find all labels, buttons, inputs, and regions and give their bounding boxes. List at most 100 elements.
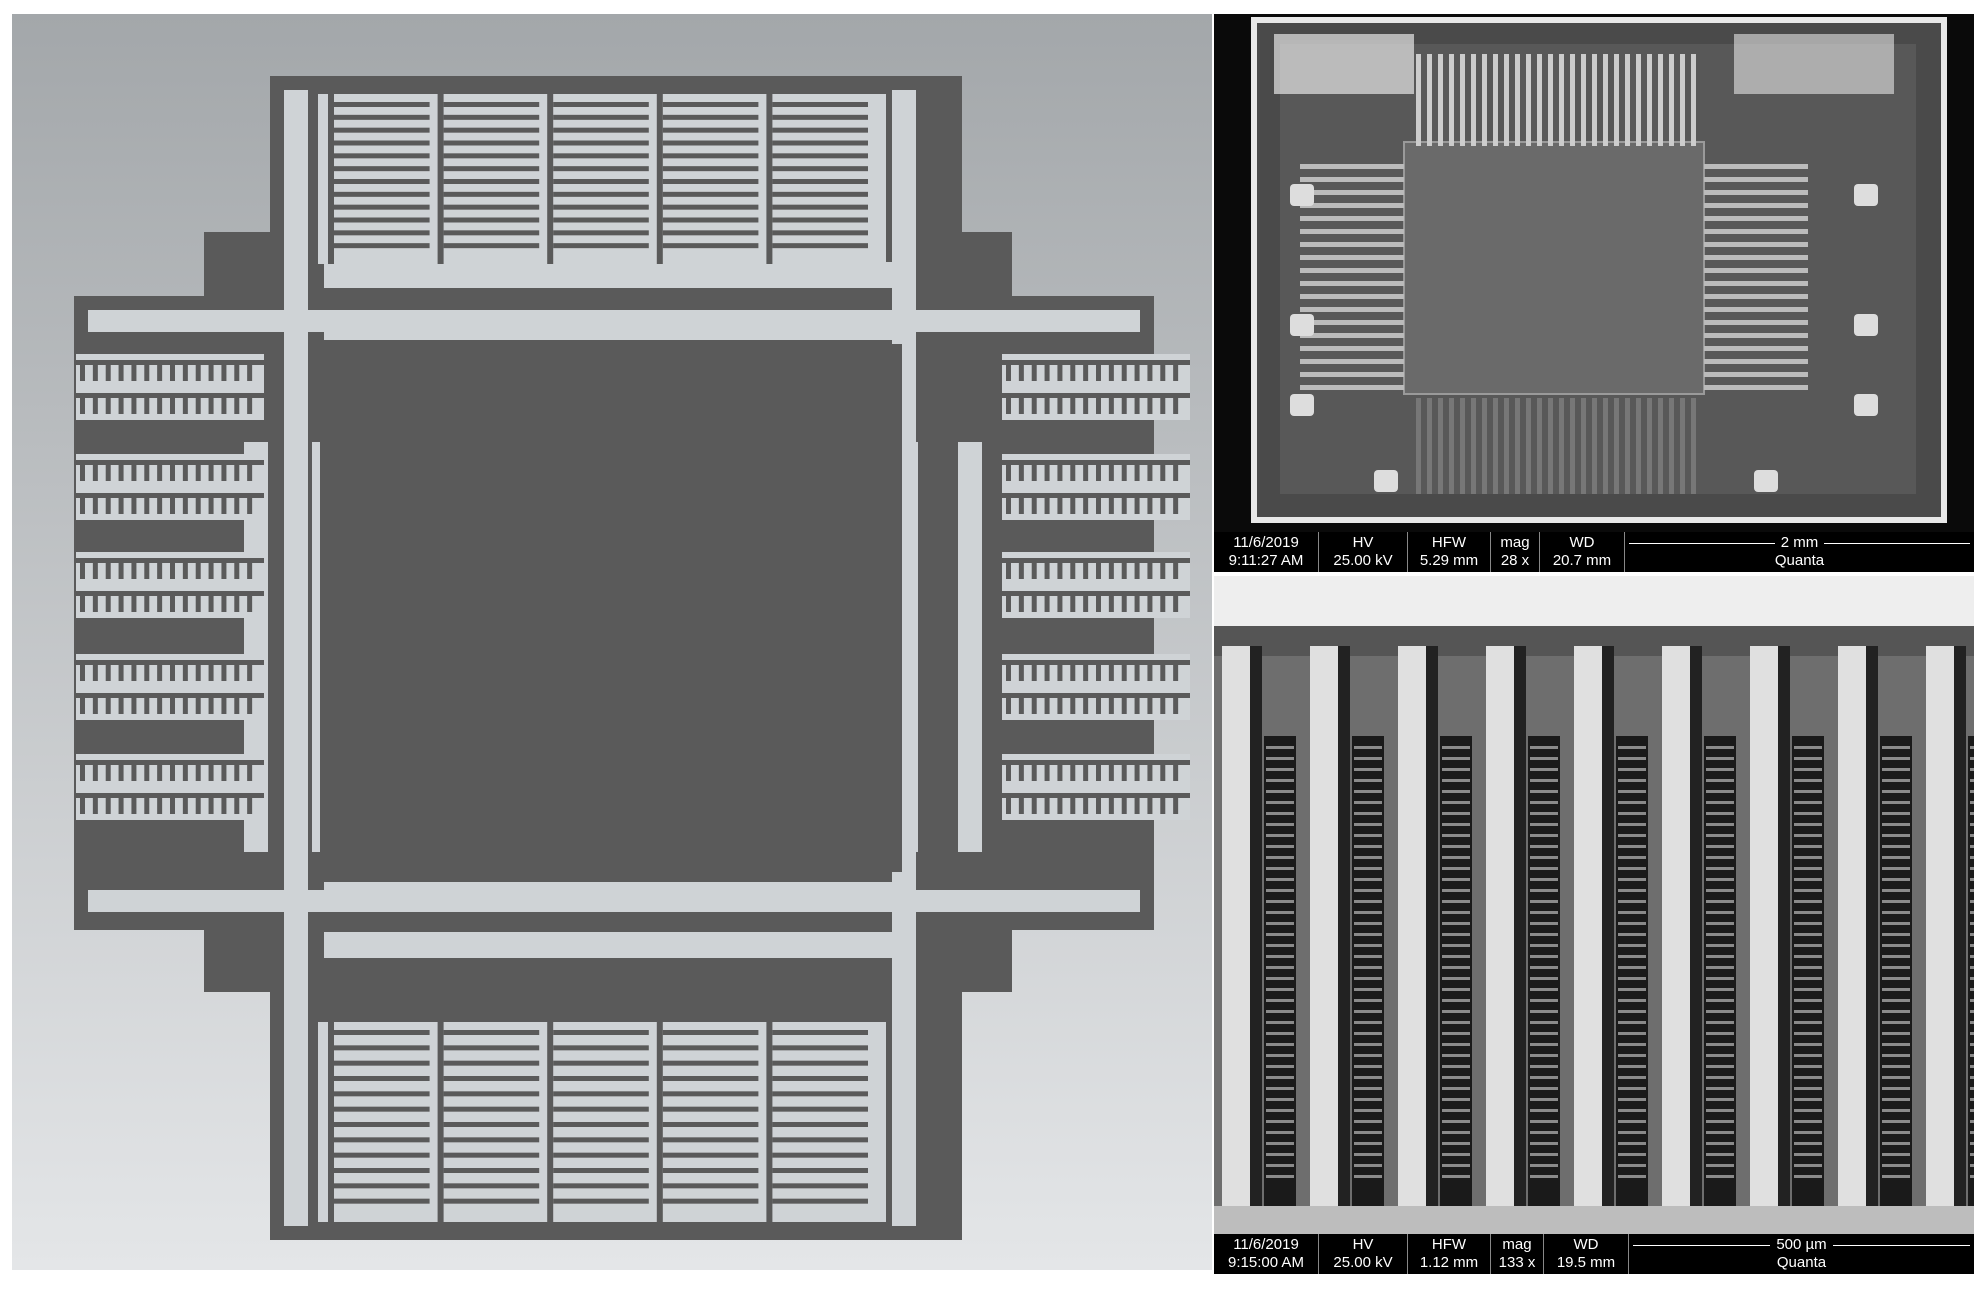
- comb-finger: [1706, 768, 1734, 771]
- comb-finger: [1882, 1065, 1910, 1068]
- comb-finger: [1354, 779, 1382, 782]
- comb-tooth: [105, 793, 111, 814]
- comb-channel: [1352, 736, 1384, 1206]
- comb-tooth: [1070, 793, 1076, 814]
- comb-tooth: [92, 660, 98, 681]
- databar-hfw-label: HFW: [1431, 534, 1467, 551]
- comb-tooth: [443, 204, 540, 210]
- comb-finger: [1882, 1153, 1910, 1156]
- beam-slot-bottom: [88, 890, 1140, 912]
- comb-finger: [1581, 398, 1586, 494]
- comb-finger: [1482, 398, 1487, 494]
- comb-finger: [1442, 812, 1470, 815]
- comb-finger: [1266, 1142, 1294, 1145]
- comb-tooth: [662, 179, 759, 184]
- comb-tooth: [157, 693, 163, 714]
- comb-finger: [1970, 1054, 1974, 1057]
- comb-tooth: [662, 191, 759, 197]
- comb-finger: [1354, 823, 1382, 826]
- comb-tooth: [553, 140, 649, 146]
- comb-finger: [1266, 768, 1294, 771]
- comb-finger: [1647, 398, 1652, 494]
- slot-left-inner: [312, 442, 320, 852]
- proof-mass: [1403, 141, 1705, 395]
- comb-tooth: [443, 1183, 540, 1189]
- comb-tooth: [334, 114, 430, 120]
- comb-finger: [1266, 944, 1294, 947]
- comb-tooth: [1147, 360, 1153, 381]
- comb-finger: [1354, 966, 1382, 969]
- comb-tooth: [1070, 493, 1076, 514]
- comb-tooth: [208, 558, 214, 579]
- comb-finger: [1266, 878, 1294, 881]
- slot-bottom-upper: [324, 882, 902, 892]
- comb-tooth: [1147, 493, 1153, 514]
- comb-tooth: [772, 166, 868, 172]
- comb-tooth: [80, 360, 85, 381]
- comb-finger: [1970, 1010, 1974, 1013]
- comb-finger: [1704, 359, 1808, 364]
- comb-tooth: [144, 493, 150, 514]
- comb-finger: [1794, 955, 1822, 958]
- comb-tooth: [553, 179, 649, 184]
- comb-tooth: [182, 360, 188, 381]
- comb-tooth: [157, 493, 163, 514]
- comb-finger: [1493, 398, 1498, 494]
- gap-shadow: [1250, 646, 1262, 1206]
- slot-right-outer: [958, 442, 982, 852]
- comb-tooth: [334, 191, 430, 197]
- comb-finger: [1442, 845, 1470, 848]
- comb-tooth: [1147, 460, 1153, 481]
- comb-finger: [1442, 1153, 1470, 1156]
- comb-finger: [1970, 779, 1974, 782]
- comb-tooth: [1031, 660, 1037, 681]
- comb-finger: [1970, 768, 1974, 771]
- comb-tooth: [131, 460, 137, 481]
- comb-finger: [1266, 1032, 1294, 1035]
- comb-finger: [1614, 398, 1619, 494]
- scale-bar-label: 2 mm: [1780, 534, 1819, 551]
- comb-tooth: [208, 393, 214, 414]
- comb-tooth: [1044, 360, 1050, 381]
- comb-finger: [1706, 933, 1734, 936]
- comb-finger: [1794, 988, 1822, 991]
- comb-tooth: [1018, 793, 1024, 814]
- comb-tooth: [1083, 591, 1089, 612]
- comb-tooth: [334, 217, 430, 223]
- comb-tooth: [553, 230, 649, 236]
- comb-tooth: [195, 793, 201, 814]
- comb-finger: [1300, 190, 1404, 195]
- comb-finger: [1970, 801, 1974, 804]
- comb-tooth: [772, 1168, 868, 1173]
- comb-tooth: [1096, 793, 1101, 814]
- databar-date: 11/6/2019: [1233, 534, 1299, 551]
- comb-finger: [1300, 320, 1404, 325]
- comb-finger: [1300, 372, 1404, 377]
- comb-finger: [1442, 1098, 1470, 1101]
- comb-tooth: [170, 493, 175, 514]
- comb-finger: [1530, 867, 1558, 870]
- comb-tooth: [334, 1030, 430, 1035]
- comb-tooth: [1160, 360, 1166, 381]
- comb-finger: [1706, 845, 1734, 848]
- gap-shadow: [1338, 646, 1350, 1206]
- comb-tooth: [118, 760, 124, 781]
- comb-finger: [1658, 54, 1663, 146]
- comb-finger: [1970, 757, 1974, 760]
- comb-tooth: [1121, 460, 1127, 481]
- comb-finger: [1442, 856, 1470, 859]
- comb-tooth: [1147, 558, 1153, 579]
- comb-finger: [1618, 1021, 1646, 1024]
- comb-finger: [1882, 1142, 1910, 1145]
- comb-finger: [1618, 1131, 1646, 1134]
- comb-finger: [1300, 281, 1404, 286]
- comb-finger: [1530, 922, 1558, 925]
- comb-tooth: [182, 591, 188, 612]
- comb-finger: [1970, 911, 1974, 914]
- comb-finger: [1706, 1131, 1734, 1134]
- comb-tooth: [131, 591, 137, 612]
- comb-tooth: [443, 1076, 540, 1081]
- comb-tooth: [131, 360, 137, 381]
- databar-wd-value: 19.5 mm: [1556, 1254, 1616, 1271]
- comb-tooth: [662, 1060, 759, 1066]
